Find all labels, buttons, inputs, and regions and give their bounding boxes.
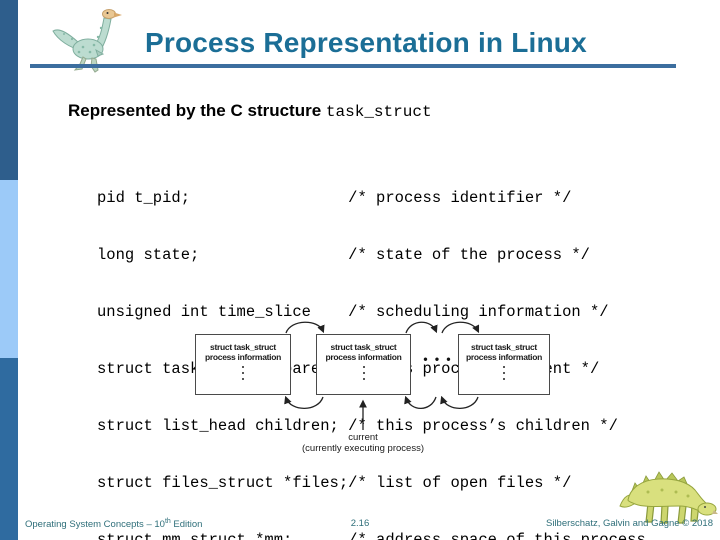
current-label: current <box>348 432 378 443</box>
code-line: struct files_struct *files;/* list of op… <box>97 474 572 492</box>
sidebar-accent-middle <box>0 180 18 358</box>
code-line: long state; /* state of the process */ <box>97 246 590 264</box>
vertical-ellipsis-icon <box>317 366 410 380</box>
bullet-text: Represented by the C structure <box>68 101 322 120</box>
node-subtitle: process information <box>204 352 281 362</box>
vertical-ellipsis-icon <box>196 366 290 380</box>
task-struct-node: struct task_struct process information <box>458 334 550 395</box>
slide-title: Process Representation in Linux <box>145 27 587 58</box>
current-sublabel: (currently executing process) <box>302 443 424 454</box>
code-line: pid t_pid; /* process identifier */ <box>97 189 572 207</box>
code-line: unsigned int time_slice /* scheduling in… <box>97 303 609 321</box>
footer-book-title: Operating System Concepts – 10th Edition <box>25 518 202 530</box>
node-subtitle: process information <box>465 352 542 362</box>
task-list-diagram: struct task_struct process information s… <box>190 318 562 458</box>
footer-book-sup: th <box>164 518 171 525</box>
footer-book-suffix: Edition <box>170 519 203 531</box>
bullet-line: Represented by the C structure task_stru… <box>68 101 432 121</box>
slide-number: 2.16 <box>350 518 370 529</box>
code-line: struct mm_struct *mm; /* address space o… <box>97 531 646 540</box>
vertical-ellipsis-icon <box>459 366 549 380</box>
sidebar-accent-top <box>0 0 18 180</box>
task-struct-node: struct task_struct process information <box>195 334 291 395</box>
bullet-code-term: task_struct <box>325 103 432 121</box>
node-title: struct task_struct <box>471 342 537 352</box>
current-pointer-label: current (currently executing process) <box>263 432 463 454</box>
dinosaur-image <box>619 471 718 524</box>
footer-book-main: Operating System Concepts – 10 <box>25 519 165 531</box>
footer-copyright: Silberschatz, Galvin and Gagne © 2018 <box>545 518 713 529</box>
node-title: struct task_struct <box>210 342 276 352</box>
sidebar-accent-bottom <box>0 358 18 540</box>
task-struct-node-current: struct task_struct process information <box>316 334 411 395</box>
node-subtitle: process information <box>325 352 402 362</box>
title-underline <box>30 64 676 68</box>
code-line: struct list_head children; /* this proce… <box>97 417 618 435</box>
list-ellipsis: • • • <box>423 352 453 366</box>
linked-list-arrows <box>284 321 480 430</box>
node-title: struct task_struct <box>330 342 397 352</box>
